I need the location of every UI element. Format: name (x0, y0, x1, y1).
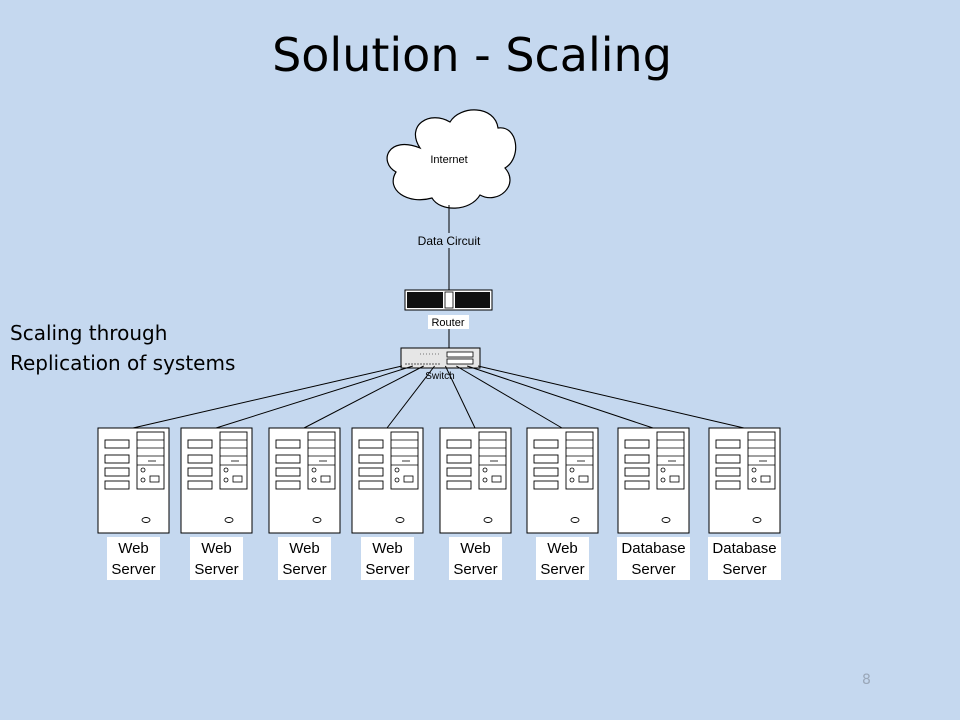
server-label-line2: Server (540, 561, 584, 578)
server-label-line1: Database (712, 540, 776, 557)
server-label-line2: Server (722, 561, 766, 578)
side-note-line-2: Replication of systems (10, 351, 236, 375)
server-tower (617, 427, 690, 534)
switch-link (215, 365, 414, 429)
server-tower (351, 427, 424, 534)
switch-link (303, 365, 424, 429)
server-label-line1: Web (547, 540, 578, 557)
switch-link (456, 365, 563, 429)
server-label-line2: Server (111, 561, 155, 578)
server-tower (268, 427, 341, 534)
server-label-line1: Web (289, 540, 320, 557)
server-label-line1: Web (372, 540, 403, 557)
server-label-line2: Server (631, 561, 675, 578)
switch-link (386, 365, 435, 429)
switch-link (466, 365, 654, 429)
server-label-box (708, 537, 781, 580)
server-label-line1: Web (118, 540, 149, 557)
server-label-line1: Web (201, 540, 232, 557)
router-label-bg (428, 315, 469, 329)
server-label-box (617, 537, 690, 580)
data-circuit-label-bg (409, 233, 489, 248)
server-label-box (107, 537, 160, 580)
server-label-line1: Database (621, 540, 685, 557)
switch-link (132, 365, 403, 429)
server-tower (708, 427, 781, 534)
server-tower (526, 427, 599, 534)
server-label-line2: Server (453, 561, 497, 578)
server-label-line2: Server (194, 561, 238, 578)
data-circuit-label: Data Circuit (418, 234, 481, 248)
switch-label: Switch (425, 371, 454, 382)
server-tower (180, 427, 253, 534)
server-label-box (361, 537, 414, 580)
server-label-box (190, 537, 243, 580)
server-label-box (449, 537, 502, 580)
side-note: Scaling through Replication of systems (10, 318, 235, 378)
router: Router (404, 289, 493, 329)
switch-link (477, 365, 745, 429)
server-label-box (278, 537, 331, 580)
internet-cloud: Internet (386, 109, 517, 209)
slide-title: Solution - Scaling (272, 28, 672, 82)
side-note-line-1: Scaling through (10, 321, 168, 345)
server-tower (439, 427, 512, 534)
server-label-line2: Server (282, 561, 326, 578)
server-tower (97, 427, 170, 534)
switch: Switch (400, 347, 481, 382)
cloud-label: Internet (430, 154, 467, 166)
server-label-line2: Server (365, 561, 409, 578)
server-label-line1: Web (460, 540, 491, 557)
router-label: Router (431, 317, 464, 329)
switch-link (444, 365, 476, 429)
switch-links (132, 365, 745, 429)
page-number: 8 (862, 672, 871, 688)
server-label-box (536, 537, 589, 580)
